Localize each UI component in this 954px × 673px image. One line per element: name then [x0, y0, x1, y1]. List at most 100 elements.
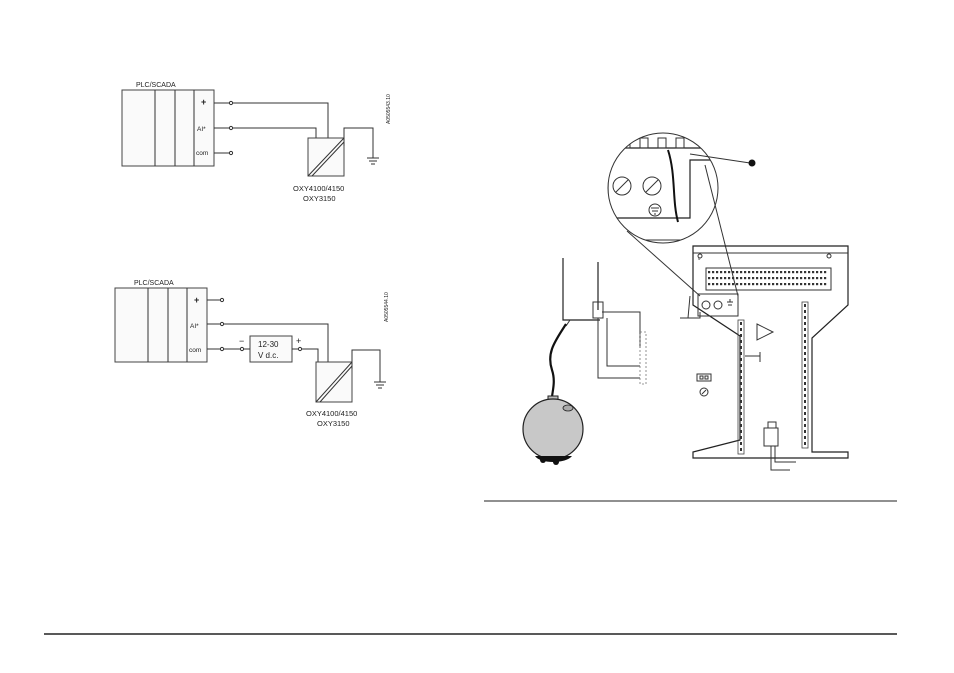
component-contact [804, 346, 806, 349]
terminal-com: com [189, 347, 201, 354]
connector-pin [736, 277, 738, 279]
wiring-diagram-direct: PLC/SCADA + AI* com OXY4100/4150 OXY3150… [122, 82, 392, 203]
terminal-dot [220, 347, 223, 350]
connector-pin [724, 283, 726, 285]
connector-pin [800, 283, 802, 285]
connector-pin [728, 283, 730, 285]
connector-pin [804, 283, 806, 285]
ground-icon [374, 382, 386, 388]
connector-pin [708, 277, 710, 279]
plc-label: PLC/SCADA [134, 280, 174, 287]
connector-pin [780, 277, 782, 279]
connector-pin [716, 271, 718, 273]
connector-pin [816, 277, 818, 279]
connector-pin [776, 271, 778, 273]
terminal-dot [229, 151, 232, 154]
component-contact [804, 430, 806, 433]
connector-pin [748, 283, 750, 285]
connector-pin [772, 283, 774, 285]
component-contact [740, 442, 742, 445]
connector-pin [740, 277, 742, 279]
oxygen-sensor-head [523, 396, 583, 465]
device-label: OXY4100/4150 [306, 409, 357, 418]
connector-pin [752, 271, 754, 273]
sensor-installation-drawing: o [523, 130, 848, 470]
terminal-com: com [196, 150, 208, 157]
terminal-plus: + [201, 97, 206, 107]
connector-pin [752, 277, 754, 279]
device-label-alt: OXY3150 [317, 419, 350, 428]
wire-ground [352, 350, 380, 382]
component-contact [804, 442, 806, 445]
component-contact [804, 388, 806, 391]
terminal-dot [220, 298, 223, 301]
connector-pin [768, 283, 770, 285]
connector-pin [784, 271, 786, 273]
component-contact [740, 334, 742, 337]
wire-ai [233, 128, 316, 138]
connector-pin [716, 277, 718, 279]
instrument-board: o [693, 246, 848, 470]
connector-pin [792, 271, 794, 273]
connector-pin [820, 283, 822, 285]
connector-pin [748, 277, 750, 279]
connector-pin [744, 283, 746, 285]
connector-pin [824, 277, 826, 279]
svg-text:o: o [698, 256, 701, 261]
connector-pin [708, 271, 710, 273]
ground-icon [367, 158, 379, 164]
connector-pin [760, 283, 762, 285]
connector-pin [788, 277, 790, 279]
connector-pin [764, 271, 766, 273]
component-contact [804, 424, 806, 427]
component-contact [740, 448, 742, 451]
connector-pin [756, 277, 758, 279]
connector-pin [708, 283, 710, 285]
connector-pin [776, 283, 778, 285]
component-contact [804, 358, 806, 361]
connector-pin [784, 277, 786, 279]
connector-pin [744, 271, 746, 273]
component-contact [804, 316, 806, 319]
connector-pin [720, 277, 722, 279]
wire-supply [302, 349, 318, 362]
ref-code: A0505544.10 [384, 292, 390, 322]
magnified-terminal-detail [600, 130, 730, 250]
connector-pin [800, 271, 802, 273]
component-contact [804, 328, 806, 331]
connector-pin [788, 271, 790, 273]
connector-pin [724, 277, 726, 279]
component-contact [804, 382, 806, 385]
connector-pin [792, 283, 794, 285]
component-contact [740, 382, 742, 385]
connector-pin [792, 277, 794, 279]
connector-pin [764, 277, 766, 279]
component-contact [804, 406, 806, 409]
connector-pin [712, 271, 714, 273]
wire-ground [344, 128, 373, 158]
component-contact [740, 412, 742, 415]
sensor-housing [563, 258, 700, 384]
terminal-dot [229, 126, 232, 129]
connector-pin [760, 277, 762, 279]
connector-pin [800, 277, 802, 279]
connector-pin [824, 283, 826, 285]
component-contact [804, 400, 806, 403]
component-contact [804, 364, 806, 367]
connector-pin [808, 283, 810, 285]
component-contact [740, 430, 742, 433]
supply-voltage: 12-30 [258, 340, 279, 349]
terminal-ai: AI* [197, 126, 206, 133]
connector-pin [776, 277, 778, 279]
connector-pin [736, 271, 738, 273]
component-contact [804, 412, 806, 415]
component-contact [740, 424, 742, 427]
connector-pin [772, 277, 774, 279]
sensor-cable [550, 324, 566, 398]
wiring-diagram-external-supply: PLC/SCADA + AI* com − 12-30 V d.c. + [115, 280, 390, 428]
amplifier-symbol [757, 324, 773, 340]
component-contact [740, 340, 742, 343]
connector-pin [736, 283, 738, 285]
connector-pins [708, 271, 826, 285]
